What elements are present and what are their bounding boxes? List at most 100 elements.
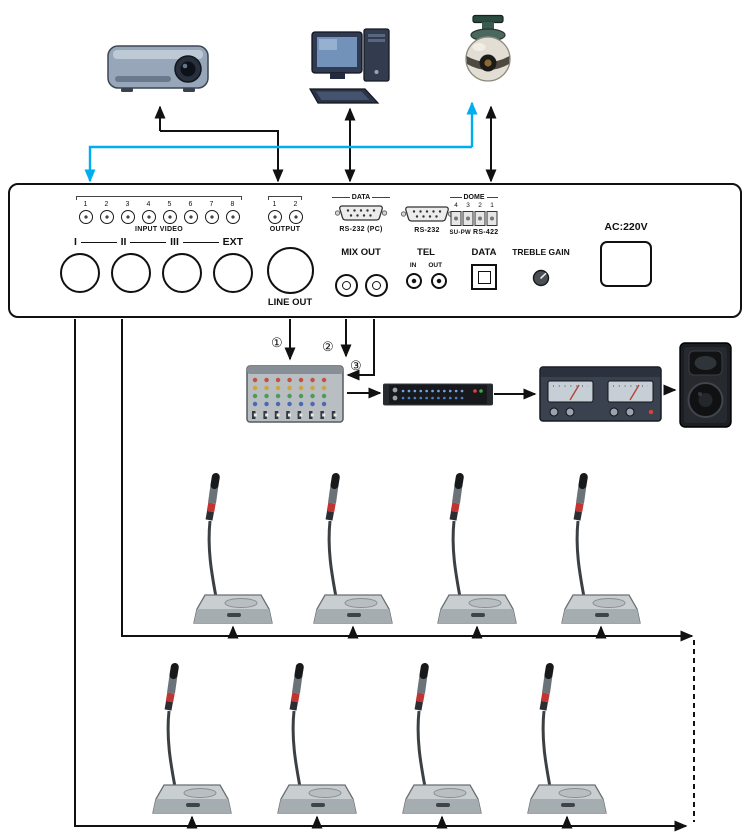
bnc-connector-icon — [162, 210, 177, 224]
data-port-connector — [471, 264, 497, 290]
rs232-label: RS-232 — [414, 227, 440, 234]
bnc-connector-icon — [204, 210, 219, 224]
step-3-marker: ③ — [350, 358, 362, 373]
input-ext-label: EXT — [222, 236, 244, 248]
mix-out-label: MIX OUT — [341, 247, 381, 258]
mic-input-connector — [60, 253, 100, 293]
treble-gain-group: TREBLE GAIN — [508, 247, 574, 292]
input-video-port: 1 — [75, 201, 96, 224]
input-2-label: II — [120, 236, 127, 248]
output-ports: 1 2 — [262, 201, 308, 224]
tel-out-jack — [430, 273, 447, 289]
data-pc-group: DATA RS-232 (PC) — [330, 194, 392, 233]
input-1-label: I — [74, 236, 77, 248]
input-video-port: 3 — [117, 201, 138, 224]
output-port: 2 — [285, 201, 306, 224]
port-number: 2 — [293, 201, 298, 208]
port-number: 4 — [146, 201, 151, 208]
mix-out-connector — [334, 274, 358, 297]
output-label: OUTPUT — [269, 226, 301, 233]
dome-camera-icon — [458, 14, 518, 106]
data-port-group: DATA — [462, 247, 506, 290]
port-number: 1 — [83, 201, 88, 208]
input-video-port: 7 — [201, 201, 222, 224]
mic-input-connector — [162, 253, 202, 293]
video-wires — [84, 101, 478, 183]
input-3-label: III — [170, 236, 179, 248]
input-video-label: INPUT VIDEO — [134, 226, 184, 233]
port-number: 5 — [167, 201, 172, 208]
dome-label: DOME — [463, 194, 485, 201]
port-number: 8 — [230, 201, 235, 208]
tel-group: TEL IN OUT — [400, 247, 452, 289]
equalizer — [383, 378, 493, 410]
computer — [307, 26, 397, 108]
dome-top-label: DOME — [448, 194, 500, 201]
pin-number: 4 — [454, 202, 458, 209]
audio-mixer — [245, 362, 345, 426]
port-number: 2 — [104, 201, 109, 208]
rs232-pc-label: RS-232 (PC) — [339, 226, 383, 233]
conference-microphone — [427, 463, 537, 633]
tel-in-jack — [405, 273, 422, 289]
step-1-marker: ① — [271, 335, 283, 350]
ac-power-socket — [600, 241, 652, 287]
conference-microphone — [392, 653, 502, 823]
input-video-ports: 1 2 3 4 5 6 7 8 — [70, 201, 248, 224]
line-out-label: LINE OUT — [267, 297, 313, 308]
bracket-line — [268, 196, 302, 200]
mic-input-connector — [213, 253, 253, 293]
input-video-port: 6 — [180, 201, 201, 224]
dome-pin-numbers: 4 3 2 1 — [450, 202, 498, 210]
bnc-connector-icon — [78, 210, 93, 224]
db9-connector-icon — [400, 203, 454, 225]
input-video-port: 5 — [159, 201, 180, 224]
bnc-connector-icon — [225, 210, 240, 224]
dash-line — [130, 241, 167, 243]
input-video-port: 4 — [138, 201, 159, 224]
projector — [103, 31, 213, 101]
connector-inner — [477, 270, 491, 284]
data-port-label: DATA — [471, 247, 497, 258]
conference-microphone — [267, 653, 377, 823]
tel-io-labels: IN OUT — [400, 262, 452, 269]
conference-microphone — [551, 463, 661, 633]
conference-host-panel: 1 2 3 4 5 6 7 8 INPUT VIDEO 1 2 OUTPUT D… — [8, 183, 742, 318]
bnc-connector-icon — [288, 210, 303, 224]
conference-microphone — [142, 653, 252, 823]
step-2-marker: ② — [322, 339, 334, 354]
rs422-label: RS-422 — [472, 229, 499, 236]
bnc-connector-icon — [99, 210, 114, 224]
data-top-label: DATA — [330, 194, 392, 201]
input-video-port: 8 — [222, 201, 243, 224]
conference-microphone — [303, 463, 413, 633]
bnc-connector-icon — [120, 210, 135, 224]
data-label: DATA — [351, 194, 371, 201]
ac-power-group: AC:220V — [596, 221, 656, 233]
conference-microphone — [183, 463, 293, 633]
input-video-port: 2 — [96, 201, 117, 224]
bnc-connector-icon — [141, 210, 156, 224]
terminal-block-icon — [450, 210, 498, 227]
pin-number: 3 — [466, 202, 470, 209]
mix-out-group: MIX OUT — [330, 247, 392, 297]
pin-number: 1 — [490, 202, 494, 209]
conference-microphone — [517, 653, 627, 823]
port-number: 7 — [209, 201, 214, 208]
mix-out-connector — [364, 274, 388, 297]
port-number: 3 — [125, 201, 130, 208]
mic-input-connectors — [60, 253, 253, 293]
tel-in-label: IN — [409, 262, 417, 269]
output-port: 1 — [264, 201, 285, 224]
ac-power-label: AC:220V — [604, 221, 648, 233]
mix-out-connectors — [330, 274, 392, 297]
dome-sub-label: SU-PW — [449, 230, 471, 236]
mic-input-connector — [111, 253, 151, 293]
line-out-connector — [266, 247, 314, 294]
